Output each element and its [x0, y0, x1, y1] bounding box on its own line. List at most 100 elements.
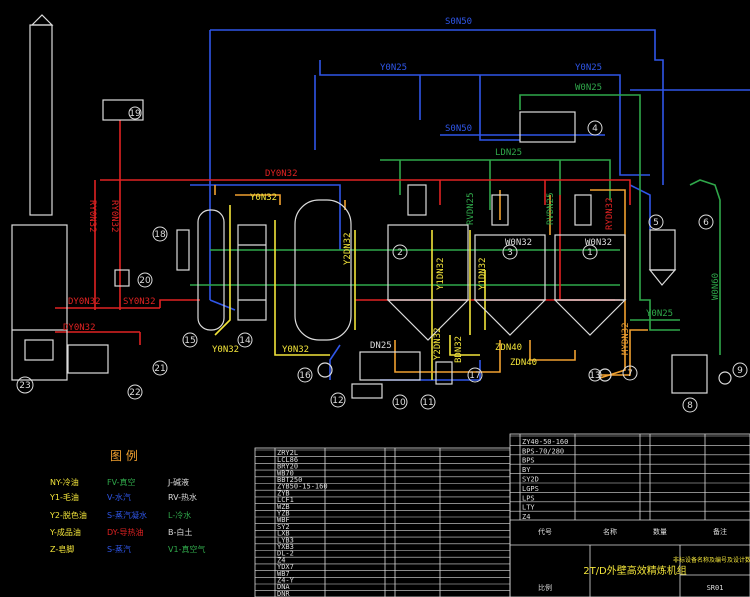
label-zdn40-1: ZDN40 [495, 343, 522, 353]
chimney-cap [30, 14, 54, 26]
orange-pipe-bottom [394, 340, 501, 373]
eq-num-23-circle [16, 376, 34, 394]
label-red-vertical-1: RY0N32 [87, 200, 97, 233]
eq-num-21-circle [152, 360, 168, 376]
legend-item-13: S-蒸汽 [107, 544, 131, 554]
eq-num-16-circle [297, 367, 313, 383]
table-row: SY2D [522, 476, 539, 484]
label-yellow-5: Y1DN32 [478, 257, 488, 290]
small-box-20 [114, 269, 130, 287]
eq-num-14: 14 [239, 336, 251, 346]
table-row: LGPS [522, 485, 539, 493]
label-red-left-1: DY0N32 [68, 297, 101, 307]
table-row: Z4 [522, 513, 530, 521]
reactor-left-motor [407, 184, 427, 216]
title-col-code: 代号 [538, 527, 552, 536]
eq-num-20-circle [137, 272, 153, 288]
chimney-stack [29, 24, 53, 216]
legend-item-4: V-水汽 [107, 492, 131, 502]
eq-num-2: 2 [397, 248, 403, 258]
table-row: YXB3 [277, 543, 294, 551]
eq-num-22: 22 [129, 388, 140, 398]
table-row: YDX7 [277, 563, 294, 571]
eq-num-12: 12 [332, 396, 343, 406]
orange-pipe-pump [600, 329, 648, 376]
table-row: ZYB50-15-160 [277, 483, 328, 491]
label-blue-lower: S0N50 [445, 124, 472, 134]
eq-num-20: 20 [139, 276, 151, 286]
yellow-pipe-1 [214, 205, 231, 336]
table-row: LPS [522, 494, 535, 502]
table-row: WB70 [277, 469, 294, 477]
separator-5 [649, 229, 676, 271]
title-block-subtitle: 非标设备名称及编号及设计数据 [673, 556, 750, 564]
eq-num-19-circle [128, 106, 142, 120]
eq-num-13-circle [588, 368, 602, 382]
pump-16 [317, 362, 333, 378]
green-pipes [190, 94, 721, 355]
eq-num-17-circle [467, 367, 483, 383]
reactor-right-cone [553, 299, 627, 336]
vacuum-box-4 [519, 111, 576, 143]
reactor-mid-cone [473, 299, 547, 336]
label-green-far-right: W0N60 [711, 273, 721, 300]
table-row: Z4 [277, 556, 285, 564]
eq-num-6-circle [698, 214, 714, 230]
parts-table [254, 433, 750, 597]
parts-table-rows-right: ZY40-50-160BPS-70/280BPSBYSY2DLGPSLPSLTY… [510, 435, 750, 521]
legend-item-2: J-碱液 [167, 477, 189, 487]
label-red-tank4: RYDN32 [605, 197, 615, 230]
blue-pipe-foot [209, 299, 236, 311]
table-row: YZB [277, 510, 290, 518]
label-green-tank4: RVDN25 [546, 192, 556, 225]
title-col-name: 名称 [603, 527, 617, 536]
label-yellow-2: Y0N32 [212, 345, 239, 355]
heat-exchanger-14 [237, 224, 267, 321]
label-pump: Y2DN32 [433, 327, 443, 360]
eq-num-1-circle [582, 244, 598, 260]
separator-5-cone [648, 269, 677, 286]
table-row: LCL86 [277, 456, 298, 464]
label-yellow-6: Y0N32 [282, 345, 309, 355]
pump-9 [718, 371, 732, 385]
title-block-scale: 比例 [538, 583, 552, 592]
eq-num-2-circle [392, 244, 408, 260]
title-col-note: 备注 [713, 527, 727, 536]
eq-num-7-circle [622, 365, 638, 381]
furnace-door [24, 339, 54, 361]
label-red-left-2: SY0N32 [123, 297, 156, 307]
filter-press-10 [359, 351, 421, 381]
equipment-number-labels: 23 19 18 20 15 14 16 12 10 11 17 2 3 1 4… [19, 109, 743, 411]
title-block: 代号 名称 数量 备注 2T/D外壁高效精炼机组 非标设备名称及编号及设计数据 … [538, 527, 750, 592]
label-green-right: W0N25 [575, 83, 602, 93]
eq-num-22-circle [127, 384, 143, 400]
label-green-mid: LDN25 [495, 148, 522, 158]
eq-num-4-circle [587, 120, 603, 136]
filter-18 [176, 229, 190, 271]
label-red-left-3: DY0N32 [63, 323, 96, 333]
label-bdn32: BDN32 [454, 336, 464, 363]
table-row: BPS-70/280 [522, 447, 564, 455]
title-col-qty: 数量 [653, 527, 667, 536]
label-top-blue: S0N50 [445, 17, 472, 27]
table-row: ZYB [277, 489, 290, 497]
red-pipe-top [100, 179, 631, 205]
tank-21 [67, 344, 109, 374]
green-pipe-top [380, 159, 611, 200]
eq-num-15: 15 [184, 336, 195, 346]
parts-table-right-frame [509, 433, 750, 597]
expansion-tank [102, 99, 144, 121]
eq-num-9-circle [732, 362, 748, 378]
legend: 图 例 NY-冷油 FV-真空 J-碱液 Y1-毛油 V-水汽 RV-热水 Y2… [49, 449, 205, 554]
furnace [11, 224, 68, 381]
label-red-top: DY0N32 [265, 169, 298, 179]
pipe-labels: S0N50 Y0N25 Y0N25 W0N25 S0N50 DY0N32 RY0… [63, 17, 721, 368]
legend-item-5: RV-热水 [168, 492, 197, 502]
legend-item-0: NY-冷油 [50, 477, 79, 487]
eq-num-21: 21 [154, 364, 165, 374]
table-row: DNR [277, 590, 290, 597]
eq-num-5: 5 [653, 218, 659, 228]
blue-pipe-top [210, 29, 664, 185]
eq-num-12-circle [330, 392, 346, 408]
